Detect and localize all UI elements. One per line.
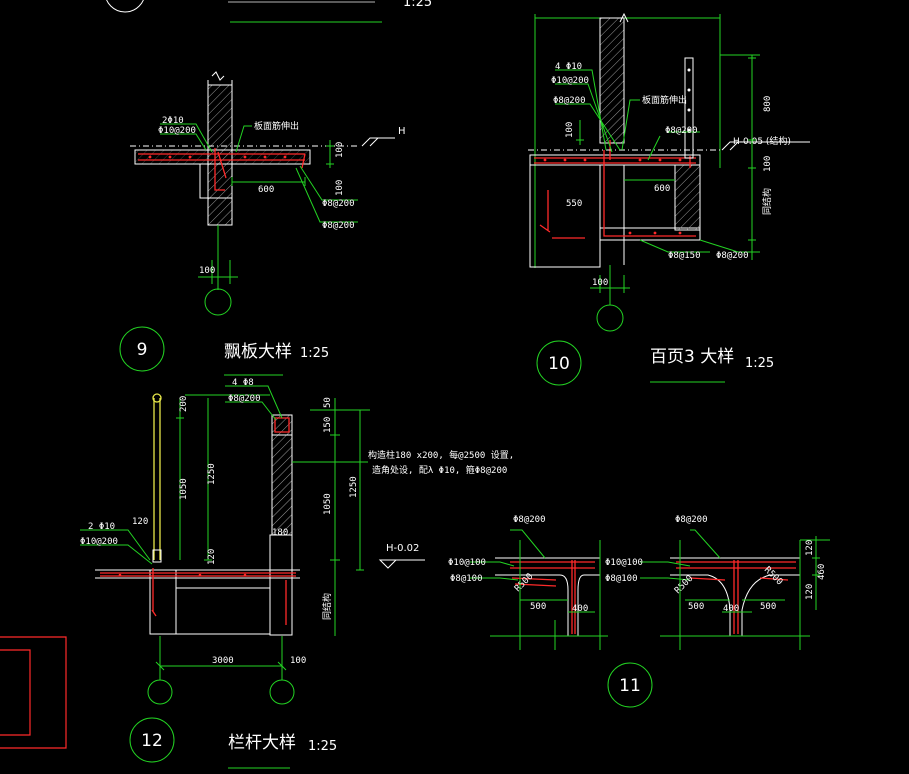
d9-level: H bbox=[398, 126, 406, 137]
detail-10-scale: 1:25 bbox=[745, 356, 774, 371]
detail-9-number-circle bbox=[119, 326, 165, 372]
d9-bar-a: Φ8@200 bbox=[322, 199, 355, 209]
detail-12-number-circle bbox=[129, 717, 175, 763]
detail-10-title-text: 百页3 大样 bbox=[650, 347, 734, 367]
d11l-bar-b: Φ8@100 bbox=[450, 574, 483, 584]
d12-d1050: 1050 bbox=[179, 478, 189, 500]
d11r-bar-top: Φ8@200 bbox=[675, 515, 708, 525]
detail-10-title: 10 百页3 大样 1:25 bbox=[536, 340, 774, 386]
detail-9-scale: 1:25 bbox=[300, 346, 329, 361]
d11r-haunch-l: R500 bbox=[673, 574, 695, 596]
detail-11-left: Φ8@200 Φ10@100 Φ8@100 R500 500 400 bbox=[448, 515, 608, 650]
d12-d120b: 120 bbox=[132, 517, 148, 527]
detail-12-title: 12 栏杆大样 1:25 bbox=[129, 717, 337, 769]
d11l-bar-a: Φ10@100 bbox=[448, 558, 486, 568]
d12-d50: 50 bbox=[323, 397, 333, 408]
d11r-d2: 400 bbox=[723, 604, 739, 614]
d12-d1250: 1250 bbox=[207, 463, 217, 485]
detail-12-drawing: 200 1050 1250 120 120 2 Φ10 Φ10@200 4 Φ8… bbox=[80, 378, 514, 705]
detail-11-title: 11 bbox=[607, 662, 653, 708]
d12-level: H-0.02 bbox=[386, 543, 419, 554]
d10-note: 板面筋伸出 bbox=[642, 94, 687, 106]
d11l-d1: 500 bbox=[530, 602, 546, 612]
d12-side: 同结构 bbox=[321, 593, 333, 620]
d12-bar-l1: 2 Φ10 bbox=[88, 522, 115, 532]
d10-bar-c: Φ8@200 bbox=[665, 126, 698, 136]
detail-12-scale: 1:25 bbox=[308, 739, 337, 754]
d11r-v3: 120 bbox=[805, 584, 815, 600]
d10-dim-v2: 100 bbox=[763, 156, 773, 172]
partial-frame bbox=[0, 636, 67, 749]
d10-dim-left: 100 bbox=[565, 122, 575, 138]
d9-axis-dim: 100 bbox=[199, 266, 215, 276]
detail-9-drawing: H 600 100 100 2Φ10 Φ10@200 板面筋伸出 Φ8@200 … bbox=[130, 71, 406, 316]
d9-height: 100 bbox=[335, 180, 345, 196]
d10-bar-top: 4 Φ10 bbox=[555, 62, 582, 72]
detail-10-number: 10 bbox=[548, 354, 570, 374]
detail-10-number-circle bbox=[536, 340, 582, 386]
d9-bar-b: Φ8@200 bbox=[322, 221, 355, 231]
d10-level: H-0.05 (结构) bbox=[733, 135, 791, 147]
top-partial-title: 1:25 bbox=[106, 0, 432, 23]
d10-bar-a: Φ10@200 bbox=[551, 76, 589, 86]
d12-d1050b: 1050 bbox=[323, 493, 333, 515]
d11r-d1: 500 bbox=[688, 602, 704, 612]
detail-12-number: 12 bbox=[141, 731, 163, 751]
d9-note: 板面筋伸出 bbox=[254, 120, 299, 132]
d11r-v2: 460 bbox=[817, 564, 827, 580]
d12-d1250b: 1250 bbox=[349, 476, 359, 498]
d10-bar-d: Φ8@150 bbox=[668, 251, 701, 261]
d10-axis-dim: 100 bbox=[592, 278, 608, 288]
detail-12-title-text: 栏杆大样 bbox=[228, 733, 296, 753]
wall-upper bbox=[599, 17, 625, 144]
detail-11-number: 11 bbox=[619, 676, 641, 696]
detail-9-title: 9 飘板大样 1:25 bbox=[119, 326, 329, 376]
d12-note1: 构造柱180 x200, 每@2500 设置, bbox=[368, 449, 514, 461]
d9-bar-top: 2Φ10 bbox=[162, 116, 184, 126]
d12-bar-l2: Φ10@200 bbox=[80, 537, 118, 547]
detail-11-right: Φ8@200 Φ10@100 Φ8@100 R500 R500 500 400 … bbox=[605, 515, 830, 650]
d10-span: 600 bbox=[654, 184, 670, 194]
d10-dim-v1: 800 bbox=[763, 96, 773, 112]
d10-bar-e: Φ8@200 bbox=[716, 251, 749, 261]
d11l-d2: 400 bbox=[572, 604, 588, 614]
d12-note2: 造角处设, 配λ Φ10, 箍Φ8@200 bbox=[372, 464, 507, 476]
detail-9-title-text: 飘板大样 bbox=[224, 342, 292, 362]
d12-span: 3000 bbox=[212, 656, 234, 666]
d10-inner: 550 bbox=[566, 199, 582, 209]
d9-bar-top2: Φ10@200 bbox=[158, 126, 196, 136]
d12-d120a: 120 bbox=[207, 549, 217, 565]
d12-axis-dim: 100 bbox=[290, 656, 306, 666]
d11r-d3: 500 bbox=[760, 602, 776, 612]
d12-d180: 180 bbox=[272, 528, 288, 538]
d11r-bar-a: Φ10@100 bbox=[605, 558, 643, 568]
d11r-bar-b: Φ8@100 bbox=[605, 574, 638, 584]
d12-bar-stir: Φ8@200 bbox=[228, 394, 261, 404]
detail-11-number-circle bbox=[607, 662, 653, 708]
d10-bar-b: Φ8@200 bbox=[553, 96, 586, 106]
d9-thick: 100 bbox=[335, 142, 345, 158]
detail-9-number: 9 bbox=[137, 340, 148, 360]
d12-d150: 150 bbox=[323, 417, 333, 433]
d11r-v1: 120 bbox=[805, 540, 815, 556]
d10-dim-v3: 同结构 bbox=[761, 188, 773, 215]
detail-10-drawing: H-0.05 (结构) 800 100 同结构 600 550 100 4 Φ1… bbox=[528, 12, 810, 332]
d11l-bar-top: Φ8@200 bbox=[513, 515, 546, 525]
d9-span: 600 bbox=[258, 185, 274, 195]
d12-d200: 200 bbox=[179, 396, 189, 412]
d12-bar-top: 4 Φ8 bbox=[232, 378, 254, 388]
top-partial-scale: 1:25 bbox=[403, 0, 432, 10]
